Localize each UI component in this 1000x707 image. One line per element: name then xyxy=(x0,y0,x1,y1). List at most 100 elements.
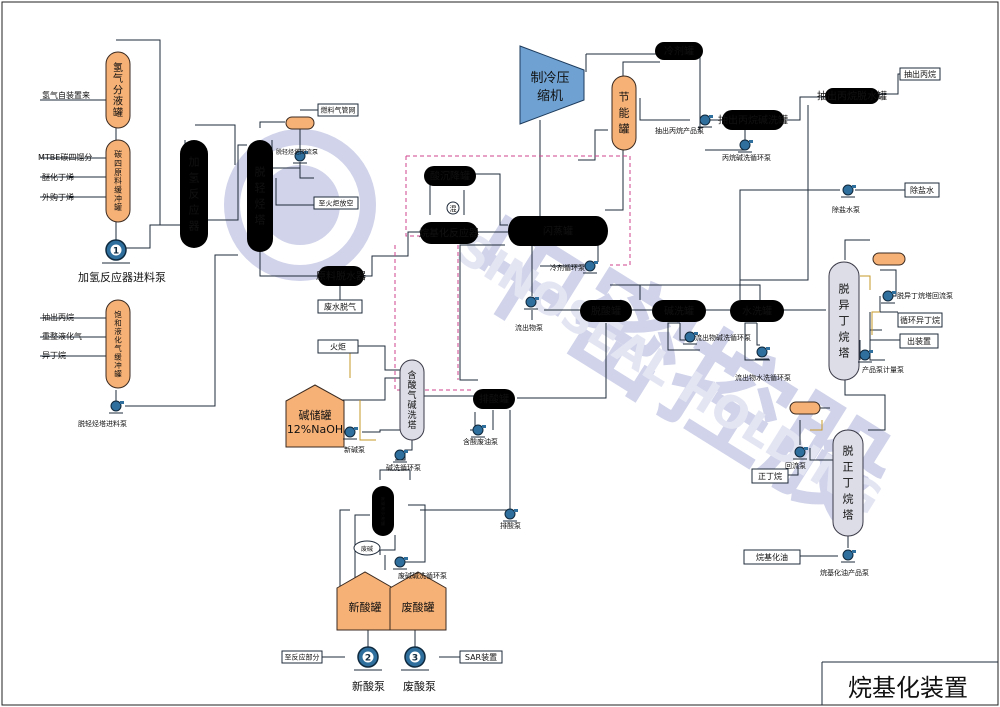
effluent-pump-label: 流出物泵 xyxy=(515,323,543,332)
propane-out-box: 抽出丙烷 xyxy=(899,67,941,81)
hydro-feed-pump-label: 加氢反应器进料泵 xyxy=(78,270,166,284)
delight-tower-vessel-label: 烃 xyxy=(255,198,266,211)
h2-source-label: 氢气自装置来 xyxy=(42,90,90,100)
de-n-butane-tower-label: 塔 xyxy=(843,509,854,522)
ether-butene-label: 醚化丁烯 xyxy=(42,172,74,182)
water-wash-vessel: 水洗罐 xyxy=(730,300,784,322)
de-n-butane-tower-label: 烷 xyxy=(843,492,854,506)
gas-pipe-box: 燃料气管网 xyxy=(317,103,359,117)
acid-drain-vessel: 排酸罐 xyxy=(473,389,515,409)
hydro-reactor-vessel-label: 氢 xyxy=(189,171,200,185)
svg-text:至火炬放空: 至火炬放空 xyxy=(319,199,354,208)
svg-text:SAR装置: SAR装置 xyxy=(465,652,497,662)
alky-reactor-vessel: 烷基化反应器 xyxy=(419,222,479,244)
drain-acid-label: 排酸泵 xyxy=(500,521,521,530)
propane-product-pump xyxy=(698,114,713,128)
waste-caustic-sep-vessel-label: 罐 xyxy=(381,520,385,526)
waste-caustic-sep-vessel-label: 废 xyxy=(381,495,385,501)
new-acid-pump-2: 2 xyxy=(354,646,382,671)
deisobutane-tower-label: 丁 xyxy=(839,315,850,328)
acid-gas-tower-label: 塔 xyxy=(407,419,416,431)
h2-separator-vessel-label: 气 xyxy=(113,72,123,85)
propane-caustic-circ-pump xyxy=(738,139,753,153)
delight-tower-vessel-label: 脱 xyxy=(255,165,266,179)
effluent-pump xyxy=(524,296,539,310)
heavy-lpg-label: 重整液化气 xyxy=(42,331,82,341)
acid-removal-vessel: 脱酸罐 xyxy=(580,300,632,322)
reflux-pump-label: 回流泵 xyxy=(785,461,806,470)
raw-dewater-vessel-label: 原料脱水器 xyxy=(316,270,366,283)
propane-prod-pump-label: 抽出丙烷产品泵 xyxy=(655,126,704,135)
product-meter-label: 产品泵计量泵 xyxy=(862,365,904,374)
acid-removal-vessel-label: 脱酸罐 xyxy=(591,305,621,318)
product-meter-pump xyxy=(858,349,873,363)
deisobutane-tower-label: 烷 xyxy=(839,330,850,344)
sat-buffer-vessel-label: 冲 xyxy=(114,360,122,370)
waste-caustic-sep-vessel-label: 液 xyxy=(381,515,385,521)
propane-caustic-circ-label: 丙烷碱洗循环泵 xyxy=(722,153,771,162)
svg-text:废碱: 废碱 xyxy=(361,545,373,553)
propane-dewater-vessel: 抽出丙烷脱水罐 xyxy=(817,88,887,104)
hydro-reactor-vessel-label: 器 xyxy=(189,220,200,233)
deisobutane-tower-label: 异 xyxy=(839,299,850,312)
waste-caustic-circ-pump xyxy=(393,556,408,570)
svg-text:至反应部分: 至反应部分 xyxy=(285,653,320,662)
c4-buffer-vessel-label: 四 xyxy=(114,159,122,168)
h2-separator-vessel-label: 分 xyxy=(113,84,123,96)
caustic-wash-vessel: 碱洗罐 xyxy=(652,300,706,322)
isobutane-label: 异丁烷 xyxy=(42,350,66,360)
propane-caustic-vessel-label: 抽出丙烷碱洗罐 xyxy=(718,114,788,127)
waste-caustic-cloud: 废碱 xyxy=(353,540,381,556)
propane-dewater-vessel-label: 抽出丙烷脱水罐 xyxy=(817,90,887,103)
svg-text:燃料气管网: 燃料气管网 xyxy=(321,106,356,115)
acid-gas-tower-label: 含 xyxy=(407,369,416,381)
deiso-reflux-label: 脱异丁烷塔回流泵 xyxy=(897,291,953,300)
desalt-water-pump xyxy=(841,184,856,198)
waste-acid-pump-3: 3 xyxy=(401,646,429,671)
svg-text:制冷压: 制冷压 xyxy=(530,71,569,86)
de-n-butane-tower-label: 正 xyxy=(843,461,854,474)
caustic-circ-label: 碱洗循环泵 xyxy=(386,463,421,472)
sat-buffer-vessel-label: 缓 xyxy=(114,351,122,361)
acid-oil-pump xyxy=(471,424,486,438)
delight-reflux-pump xyxy=(293,150,308,164)
hydro-reactor-vessel-label: 加 xyxy=(189,156,200,169)
svg-text:除盐水: 除盐水 xyxy=(910,185,934,195)
de-n-butane-tower-label: 丁 xyxy=(843,477,854,490)
c4-buffer-vessel-label: 罐 xyxy=(114,202,122,212)
flash-tank-vessel: 闪蒸罐 xyxy=(508,216,608,246)
sat-buffer-vessel-label: 化 xyxy=(114,334,122,344)
to-torch-box: 至火炬放空 xyxy=(313,196,359,210)
wastewater-degas-box: 废水脱气 xyxy=(317,299,363,314)
h2-separator-vessel-label: 氢 xyxy=(113,61,123,74)
recycle-isobutane-box: 循环异丁烷 xyxy=(897,312,943,328)
deisobutane-tower-label: 脱 xyxy=(839,282,850,296)
alky-reactor-vessel-label: 烷基化反应器 xyxy=(419,227,479,240)
delight-feed-pump-label: 脱轻烃塔进料泵 xyxy=(78,419,127,428)
waste-caustic-circ-label: 废碱碱洗循环泵 xyxy=(398,571,447,580)
waste-acid-tank: 废酸罐 xyxy=(389,571,447,631)
economizer-vessel-label: 能 xyxy=(619,106,630,120)
new-acid-pump-label: 新酸泵 xyxy=(352,679,385,693)
c4-buffer-vessel-label: 冲 xyxy=(114,193,122,203)
sat-buffer-vessel-label: 和 xyxy=(114,318,122,327)
effluent-water-pump xyxy=(755,346,770,360)
acid-gas-tower-label: 气 xyxy=(407,389,416,401)
economizer-vessel-label: 罐 xyxy=(619,123,630,136)
svg-text:废水脱气: 废水脱气 xyxy=(324,301,356,311)
acid-oil-label: 含酸废油泵 xyxy=(463,437,498,446)
svg-text:3: 3 xyxy=(412,654,418,664)
desalt-pump-label: 除盐水泵 xyxy=(832,205,860,214)
economizer-vessel: 节能罐 xyxy=(611,75,637,151)
drain-acid-pump xyxy=(503,508,518,522)
svg-text:循环异丁烷: 循环异丁烷 xyxy=(900,315,940,325)
waste-caustic-sep-vessel-label: 分 xyxy=(381,510,385,516)
sar-box: SAR装置 xyxy=(459,650,503,664)
delight-reflux-pump-label: 脱轻烃塔回流泵 xyxy=(276,148,318,156)
svg-text:混: 混 xyxy=(450,204,457,213)
refrigerant-tank-vessel: 冷剂罐 xyxy=(655,42,703,60)
utility-lines xyxy=(349,275,880,441)
